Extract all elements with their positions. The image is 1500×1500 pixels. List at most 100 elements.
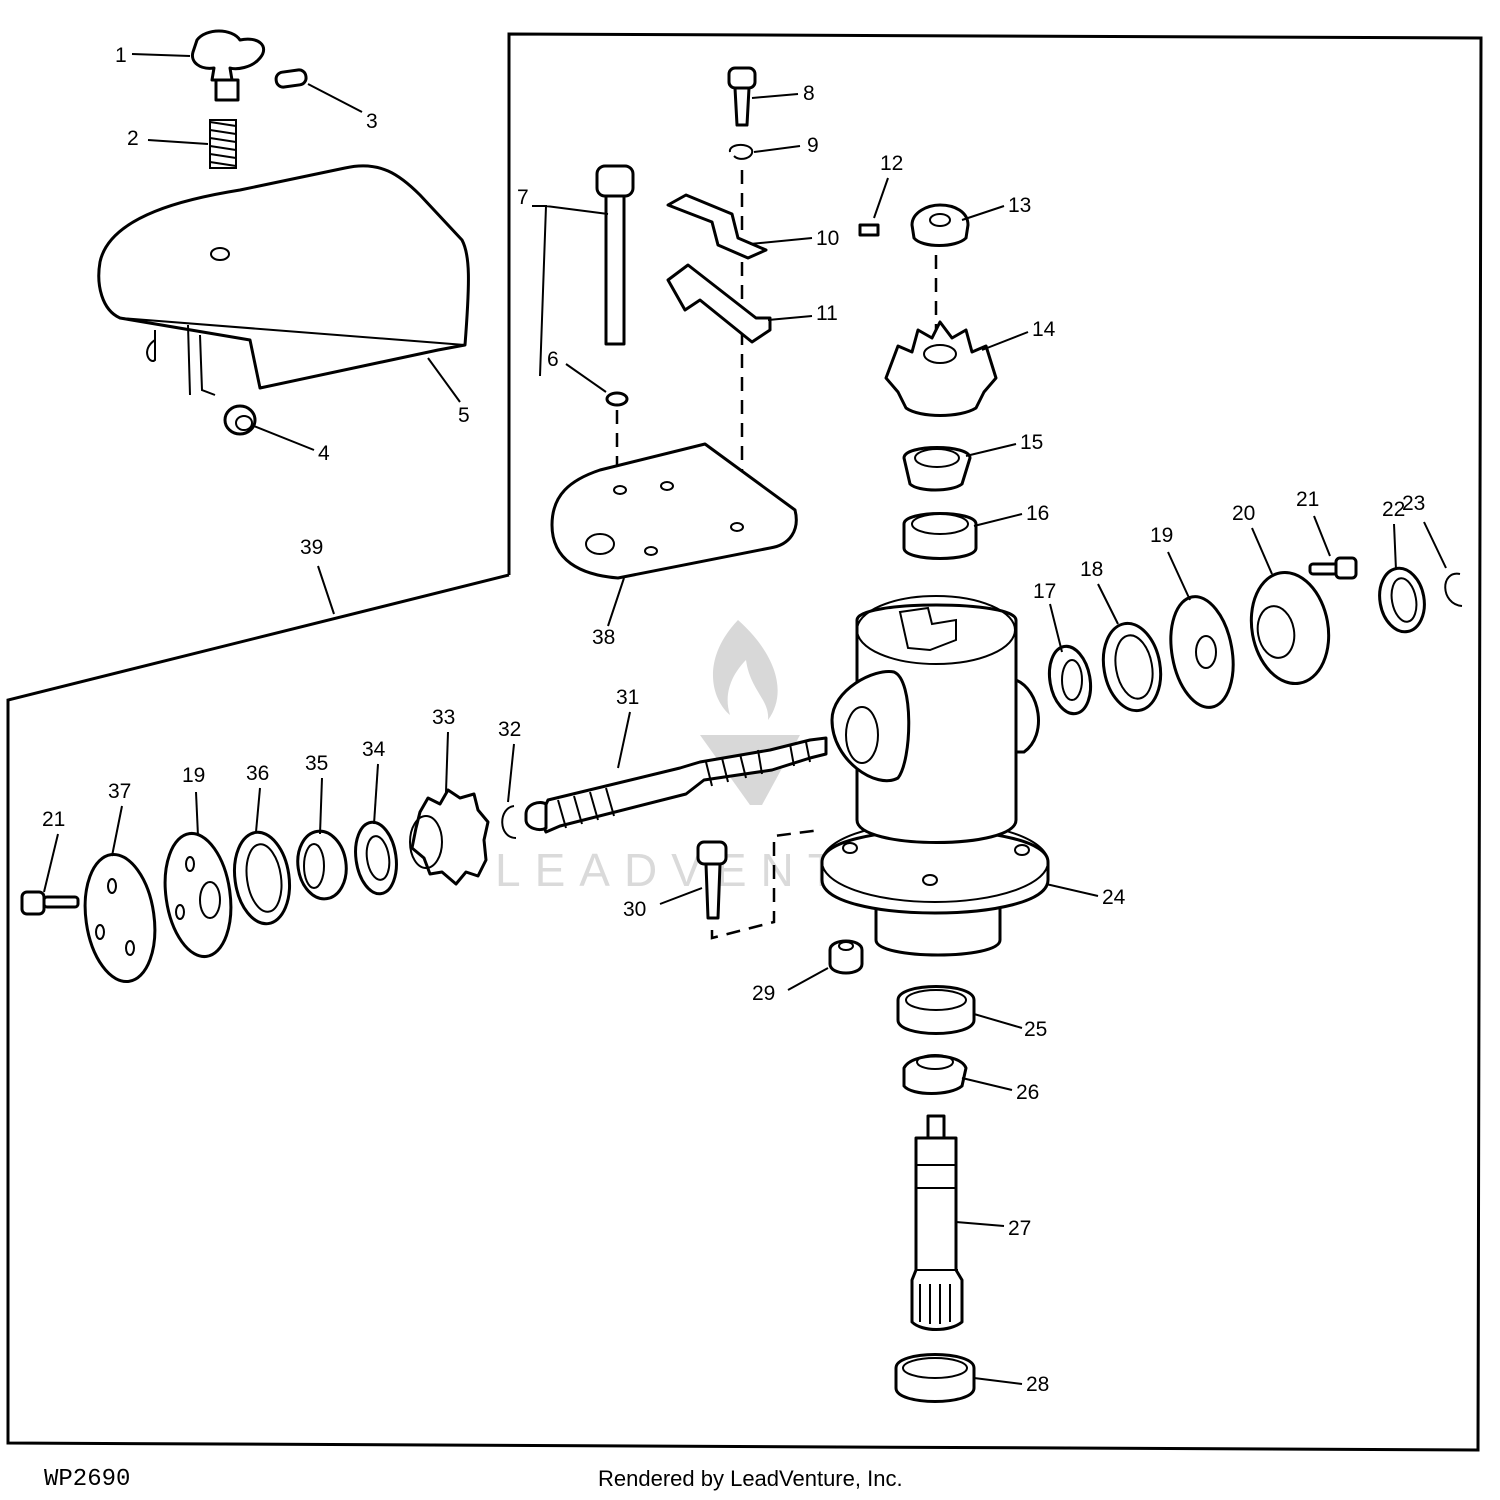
- svg-text:22: 22: [1382, 498, 1405, 521]
- callout-28: 28: [973, 1373, 1049, 1396]
- seal-right-part: [1378, 566, 1426, 634]
- callout-32: 32: [498, 718, 521, 803]
- svg-text:10: 10: [816, 227, 839, 250]
- callout-39: 39: [300, 536, 335, 615]
- gearbox-housing-part: [820, 595, 1050, 957]
- diagram-id-label: WP2690: [44, 1466, 131, 1493]
- svg-text:20: 20: [1232, 502, 1255, 525]
- svg-text:39: 39: [300, 536, 323, 559]
- bearing-cone-top-part: [902, 446, 972, 492]
- svg-text:24: 24: [1102, 886, 1126, 909]
- bearing-cone-left-part: [296, 829, 348, 901]
- plate-part: [550, 442, 798, 580]
- svg-text:26: 26: [1016, 1081, 1039, 1104]
- callout-12: 12: [873, 152, 903, 219]
- bearing-cup-right-part: [1101, 621, 1163, 713]
- svg-text:8: 8: [803, 82, 815, 105]
- svg-text:28: 28: [1026, 1373, 1049, 1396]
- svg-text:19: 19: [182, 764, 205, 787]
- flange-nut-part: [828, 939, 864, 975]
- callout-20: 20: [1232, 502, 1273, 575]
- svg-text:9: 9: [807, 134, 819, 157]
- callout-22: 22: [1382, 498, 1405, 571]
- svg-text:37: 37: [108, 780, 131, 803]
- cover-part: [97, 164, 470, 396]
- callout-33: 33: [432, 706, 455, 793]
- svg-text:18: 18: [1080, 558, 1103, 581]
- snap-ring-right-part: [1444, 572, 1463, 607]
- shim-right-part: [1169, 595, 1235, 709]
- svg-text:13: 13: [1008, 194, 1031, 217]
- callout-19-right: 19: [1150, 524, 1191, 601]
- svg-text:21: 21: [1296, 488, 1319, 511]
- callout-35: 35: [305, 752, 328, 835]
- svg-text:31: 31: [616, 686, 639, 709]
- callout-16: 16: [973, 502, 1049, 527]
- seal-left-part: [354, 820, 398, 896]
- svg-text:21: 21: [42, 808, 65, 831]
- pin-part: [274, 68, 308, 89]
- callout-34: 34: [362, 738, 386, 825]
- bolt-30-part: [696, 840, 728, 920]
- washer-part: [605, 391, 629, 407]
- bearing-cup-left-part: [233, 830, 291, 926]
- svg-text:6: 6: [547, 348, 559, 371]
- bearing-cone-right-part: [1047, 644, 1093, 716]
- svg-text:35: 35: [305, 752, 328, 775]
- callout-3: 3: [307, 83, 378, 133]
- svg-text:23: 23: [1402, 492, 1425, 515]
- callout-25: 25: [973, 1013, 1047, 1041]
- svg-text:4: 4: [318, 442, 330, 465]
- callout-31: 31: [616, 686, 639, 769]
- callout-24: 24: [1045, 883, 1126, 909]
- svg-text:1: 1: [115, 44, 127, 67]
- svg-text:36: 36: [246, 762, 269, 785]
- clip-part: [728, 144, 754, 160]
- callout-19-left: 19: [182, 764, 205, 837]
- assembly-frame-outline: [6, 32, 1483, 1452]
- callout-36: 36: [246, 762, 269, 833]
- bolt-30-axis-line: [710, 828, 821, 940]
- svg-text:33: 33: [432, 706, 455, 729]
- guide-part: [666, 263, 772, 344]
- castle-nut-part: [910, 203, 970, 247]
- svg-text:29: 29: [752, 982, 775, 1005]
- dipstick-part: [595, 164, 635, 346]
- knob-part: [190, 29, 266, 102]
- rendered-by-credit: Rendered by LeadVenture, Inc.: [598, 1466, 903, 1491]
- bearing-cup-lower-part: [896, 985, 976, 1035]
- callout-17: 17: [1033, 580, 1063, 653]
- output-shaft-part: [910, 1114, 964, 1331]
- callout-9: 9: [753, 134, 819, 157]
- callout-6: 6: [547, 348, 607, 393]
- svg-text:32: 32: [498, 718, 521, 741]
- bearing-cup-top-part: [902, 512, 978, 560]
- svg-text:16: 16: [1026, 502, 1049, 525]
- bevel-gear-part: [884, 320, 998, 417]
- bracket-part: [666, 193, 768, 260]
- svg-text:3: 3: [366, 110, 378, 133]
- callout-38: 38: [592, 577, 625, 649]
- callout-23: 23: [1402, 492, 1447, 569]
- svg-text:15: 15: [1020, 431, 1043, 454]
- cap-right-part: [1249, 570, 1331, 686]
- callouts: 1 2 3 4 5 6 7 8 9 10 11 12 13 14 15 16 1…: [42, 44, 1447, 1396]
- callout-14: 14: [981, 318, 1056, 351]
- callout-8: 8: [751, 82, 815, 105]
- svg-text:12: 12: [880, 152, 903, 175]
- svg-text:5: 5: [458, 404, 470, 427]
- callout-29: 29: [752, 967, 829, 1005]
- svg-text:14: 14: [1032, 318, 1056, 341]
- shim-left-part: [163, 831, 233, 959]
- svg-text:7: 7: [517, 186, 529, 209]
- svg-text:27: 27: [1008, 1217, 1031, 1240]
- svg-text:34: 34: [362, 738, 386, 761]
- callout-5: 5: [427, 357, 470, 427]
- callout-1: 1: [115, 44, 191, 67]
- spur-gear-part: [409, 788, 490, 886]
- callout-37: 37: [108, 780, 131, 857]
- callout-21-left: 21: [42, 808, 65, 893]
- bearing-cup-bottom-part: [894, 1353, 976, 1403]
- svg-text:30: 30: [623, 898, 646, 921]
